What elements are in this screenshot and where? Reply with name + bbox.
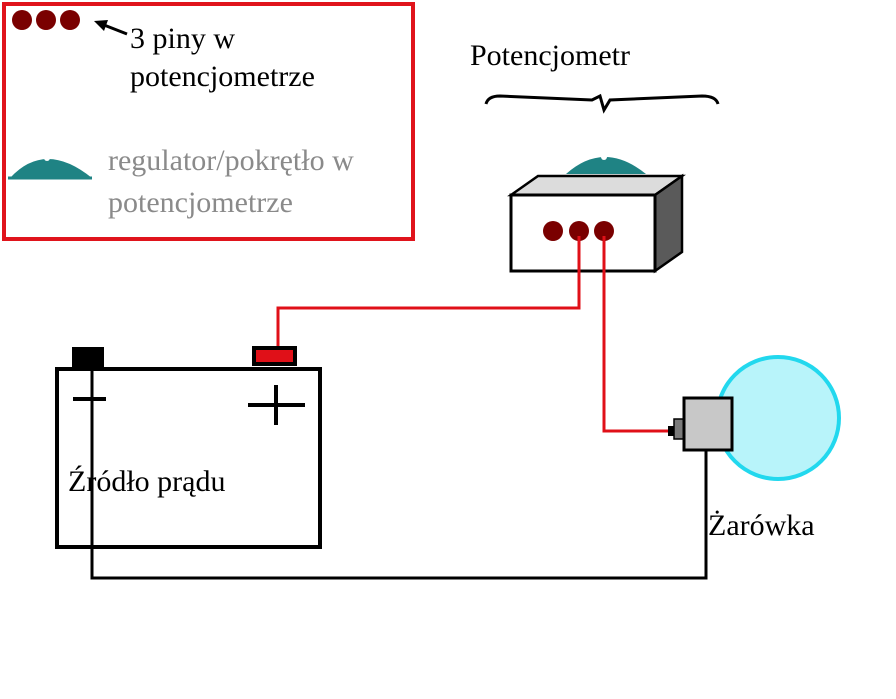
legend-knob-icon: [10, 159, 92, 178]
potentiometer-knob-dot: [601, 154, 607, 160]
legend-pin-3: [60, 10, 80, 30]
battery-minus-terminal: [72, 347, 104, 367]
bulb-glow: [715, 355, 841, 481]
potentiometer-knob: [566, 157, 646, 174]
potentiometer-title: Potencjometr: [470, 39, 630, 72]
legend-knob-dot: [44, 155, 50, 161]
battery-label: Źródło prądu: [68, 465, 225, 498]
legend-pin-1: [12, 10, 32, 30]
battery-plus-terminal-cap: [256, 350, 293, 362]
battery-body: [55, 367, 322, 549]
legend-pins-label-line1: 3 piny w: [130, 22, 235, 55]
bulb-socket: [682, 396, 734, 452]
potentiometer-top-face: [507, 174, 686, 197]
legend-knob-label-line2: potencjometrze: [108, 186, 293, 219]
bulb-label: Żarówka: [708, 509, 815, 542]
legend-pins-label-line2: potencjometrze: [130, 60, 315, 93]
wire-battery-plus-to-pot: [276, 236, 581, 347]
bulb-socket-tip: [668, 426, 676, 436]
potentiometer-pin-3: [594, 221, 614, 241]
legend-box: [2, 2, 415, 241]
potentiometer-pin-1: [543, 221, 563, 241]
legend-pointer-arrowhead: [94, 20, 108, 31]
wire-battery-minus-to-bulb: [90, 366, 708, 580]
legend-knob-label-line1: regulator/pokrętło w: [108, 144, 354, 177]
potentiometer-brace: [484, 93, 720, 114]
potentiometer-pin-2: [569, 221, 589, 241]
legend-pin-2: [36, 10, 56, 30]
legend-pointer-arrow: [103, 23, 128, 36]
wire-pot-to-bulb: [602, 236, 672, 433]
